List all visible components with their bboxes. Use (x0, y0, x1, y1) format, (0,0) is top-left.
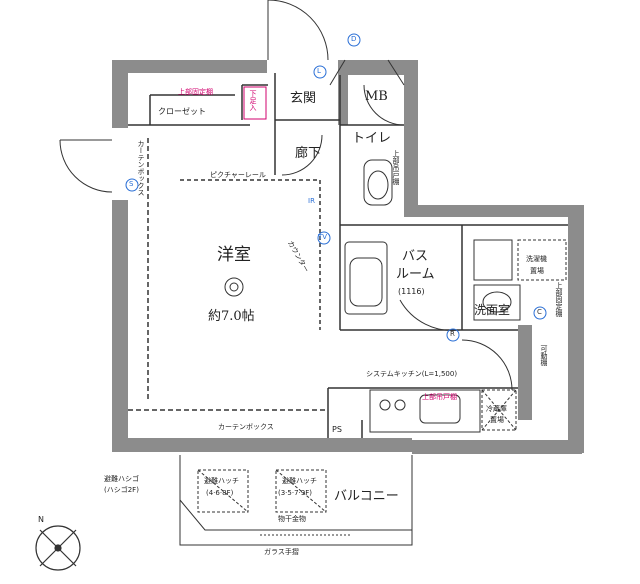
symbol-l: L (317, 67, 321, 75)
kitchen-shelf-label: 上部吊戸棚 (422, 393, 457, 401)
symbol-s: S (129, 180, 134, 188)
hallway-label: 廊下 (295, 146, 322, 161)
escape-ladder-label: 避難ハシゴ (104, 475, 139, 483)
bath-label-1: バス (402, 249, 429, 264)
bath-size: (1116) (398, 287, 425, 296)
north-label: N (38, 515, 44, 524)
washer-label: 洗濯機 (526, 255, 547, 263)
wash-shelf-label: 上部固定棚 (555, 282, 563, 317)
curtain-box-bottom-label: カーテンボックス (218, 423, 274, 431)
drying-label: 物干金物 (278, 515, 306, 523)
fridge-label: 冷蔵庫 (486, 405, 507, 413)
ps-label: PS (332, 425, 342, 434)
doors (59, 0, 513, 391)
toilet-label: トイレ (352, 131, 392, 146)
north-arrow (35, 525, 81, 571)
symbol-r: R (450, 330, 455, 338)
shoe-box-label: 下足入 (249, 90, 257, 111)
closet-shelf-label: 上部固定棚 (178, 88, 213, 96)
hatch2-floors-label: (3·5·7·9F) (278, 489, 312, 497)
kitchen-label: システムキッチン(L=1,500) (366, 370, 458, 378)
washer-place-label: 置場 (530, 267, 544, 275)
symbol-ir: IR (308, 197, 315, 205)
bath-label-2: ルーム (396, 267, 435, 282)
entrance-label: 玄関 (290, 91, 317, 106)
escape-ladder-sub-label: (ハシゴ2F) (104, 486, 139, 494)
hatch2-label: 避難ハッチ (282, 477, 317, 485)
western-room-area: 約7.0帖 (208, 309, 255, 324)
curtain-box-side-label: カーテンボックス (137, 140, 145, 196)
glass-rail-label: ガラス手摺 (264, 548, 299, 556)
walls (112, 60, 584, 454)
interior-walls (128, 73, 568, 438)
symbol-tv: TV (318, 233, 328, 241)
symbol-d: D (351, 35, 357, 43)
picture-rail-label: ピクチャーレール (210, 171, 266, 179)
hatch1-floors-label: (4·6·8F) (206, 489, 234, 497)
tall-shelf-label: 可動棚 (540, 345, 548, 366)
washroom-label: 洗面室 (474, 303, 511, 317)
toilet-shelf-label: 上部吊戸棚 (392, 150, 400, 185)
mb-label: MB (365, 89, 388, 104)
western-room-label: 洋室 (217, 245, 251, 265)
fridge-place-label: 置場 (490, 416, 504, 424)
hatch1-label: 避難ハッチ (204, 477, 239, 485)
symbol-c: C (537, 308, 542, 316)
fixtures (179, 86, 567, 546)
electrical-symbols (125, 33, 547, 342)
balcony-label: バルコニー (334, 489, 399, 504)
closet-label: クローゼット (158, 107, 206, 116)
